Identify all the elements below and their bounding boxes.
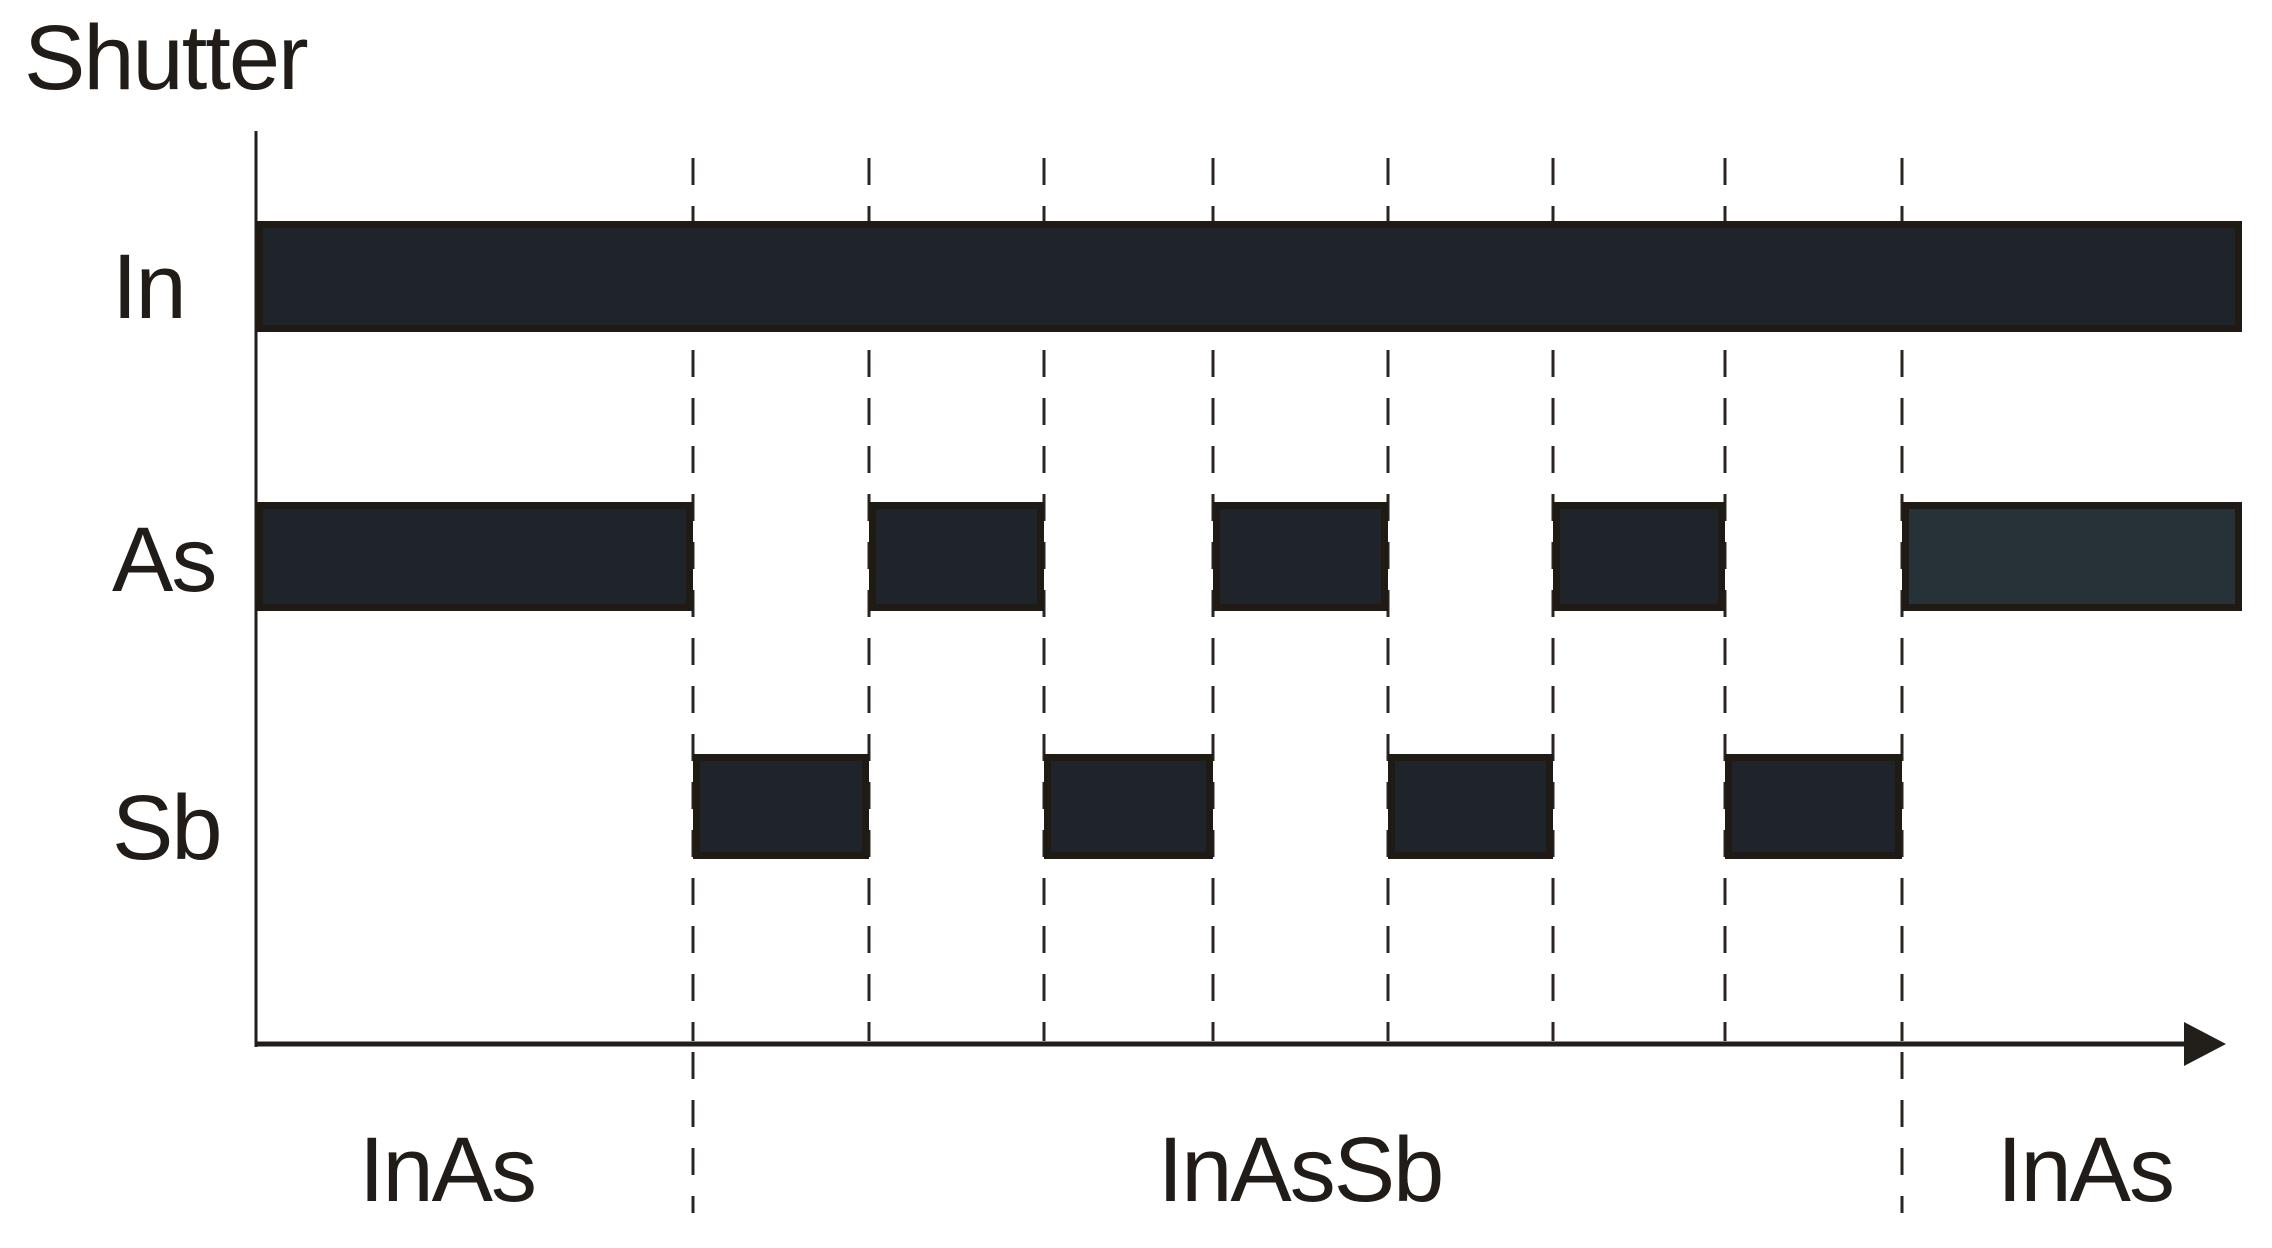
shutter-open-bar-sb-4 [1725, 754, 1902, 859]
shutter-open-bar-as-5 [1902, 502, 2242, 611]
row-label-sb: Sb [112, 777, 223, 879]
shutter-open-bar-as-1 [256, 502, 693, 611]
shutter-open-bar-as-2 [869, 502, 1044, 611]
shutter-open-bar-as-4 [1553, 502, 1725, 611]
shutter-open-bar-sb-2 [1044, 754, 1213, 859]
phase-label-inas-left: InAs [358, 1119, 537, 1221]
phase-label-inas-right: InAs [1996, 1119, 2175, 1221]
row-label-as: As [112, 509, 217, 611]
shutter-open-bar-as-3 [1213, 502, 1388, 611]
row-label-in: In [112, 236, 187, 338]
diagram-title: Shutter [24, 7, 309, 109]
time-axis-arrowhead-icon [2184, 1022, 2226, 1066]
shutter-open-bar-sb-1 [693, 754, 869, 859]
shutter-open-bar-sb-3 [1388, 754, 1553, 859]
phase-label-inassb: InAsSb [1157, 1119, 1445, 1221]
shutter-open-bar-in-1 [256, 221, 2242, 332]
